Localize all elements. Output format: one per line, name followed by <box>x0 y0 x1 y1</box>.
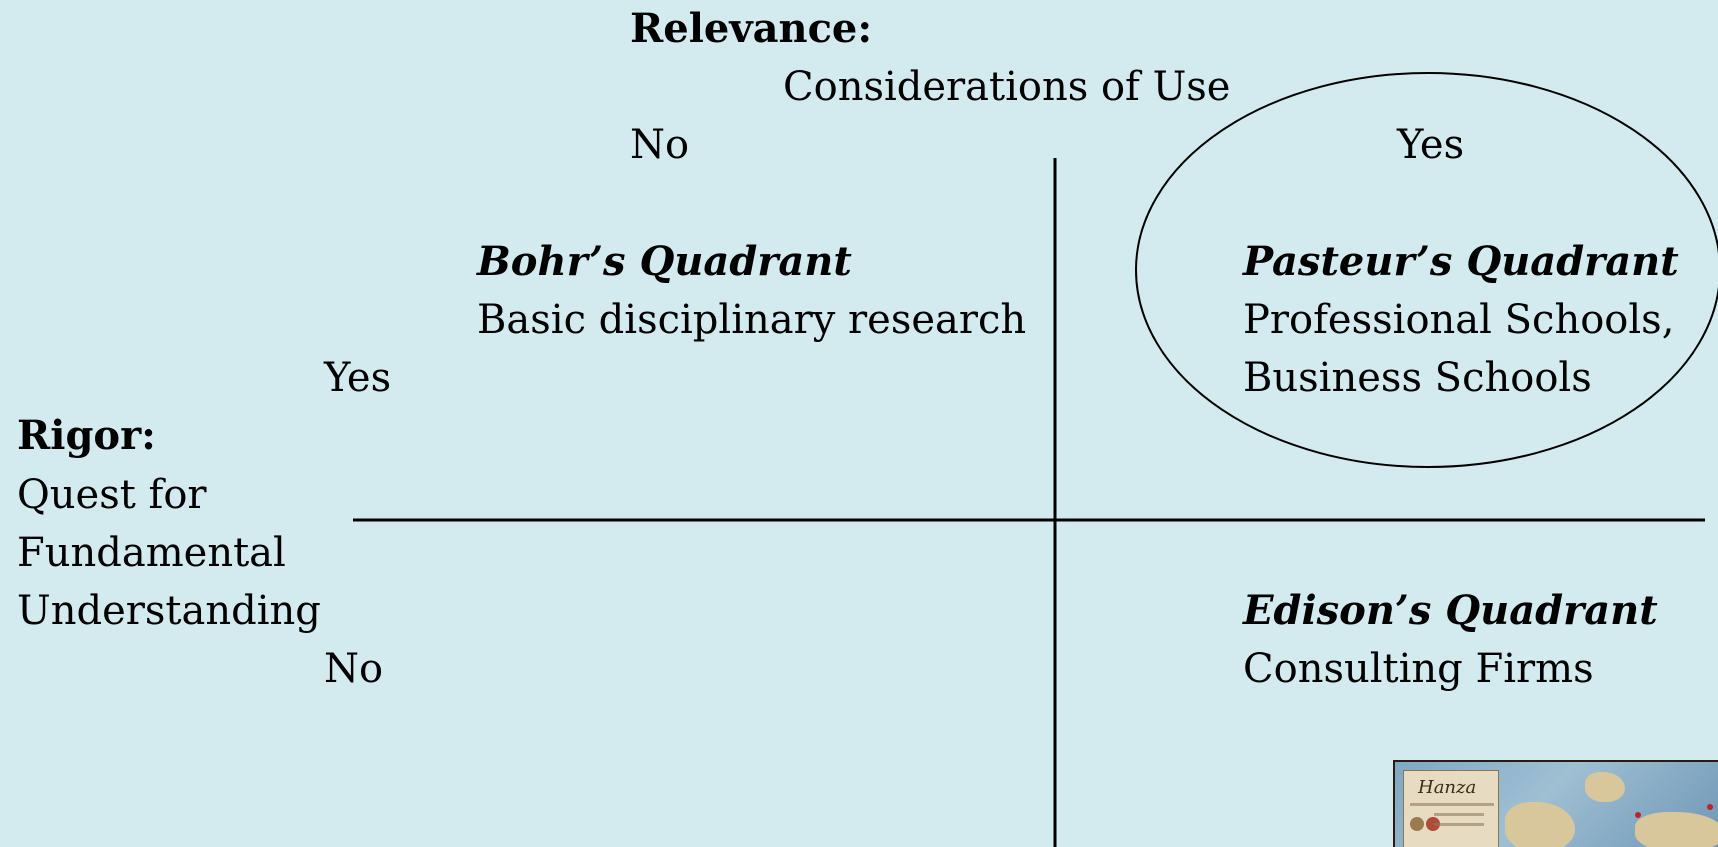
pasteur-quadrant-description-2: Business Schools <box>1243 355 1592 401</box>
relevance-yes-label: Yes <box>1397 122 1465 168</box>
relevance-no-label: No <box>630 122 690 168</box>
seal-icon <box>1410 817 1424 831</box>
map-landmass <box>1505 802 1575 847</box>
rigor-yes-label: Yes <box>324 355 392 401</box>
hanza-map-thumbnail: Hanza <box>1393 760 1718 847</box>
map-legend-line <box>1410 803 1494 806</box>
map-landmass <box>1635 812 1718 847</box>
map-city-marker <box>1635 812 1641 818</box>
map-city-marker <box>1707 804 1713 810</box>
relevance-subtitle: Considerations of Use <box>783 64 1231 110</box>
edison-quadrant-description: Consulting Firms <box>1243 646 1594 692</box>
map-legend-line <box>1434 823 1484 826</box>
seal-icon <box>1426 817 1440 831</box>
pasteur-quadrant-description-1: Professional Schools, <box>1243 297 1675 343</box>
bohr-quadrant-description: Basic disciplinary research <box>477 297 1027 343</box>
map-landmass <box>1585 772 1625 802</box>
map-title: Hanza <box>1418 777 1477 798</box>
map-legend-line <box>1434 813 1484 816</box>
pasteur-highlight-ellipse <box>1135 72 1718 468</box>
rigor-label: Rigor: <box>17 412 156 459</box>
pasteur-quadrant-title: Pasteur’s Quadrant <box>1243 238 1679 285</box>
relevance-label: Relevance: <box>630 5 873 52</box>
edison-quadrant-title: Edison’s Quadrant <box>1243 587 1658 634</box>
bohr-quadrant-title: Bohr’s Quadrant <box>477 238 852 285</box>
rigor-subtitle-line3: Understanding <box>17 588 321 634</box>
rigor-subtitle-line2: Fundamental <box>17 530 286 576</box>
rigor-subtitle-line1: Quest for <box>17 472 207 518</box>
rigor-no-label: No <box>324 646 384 692</box>
map-legend: Hanza <box>1403 770 1499 847</box>
